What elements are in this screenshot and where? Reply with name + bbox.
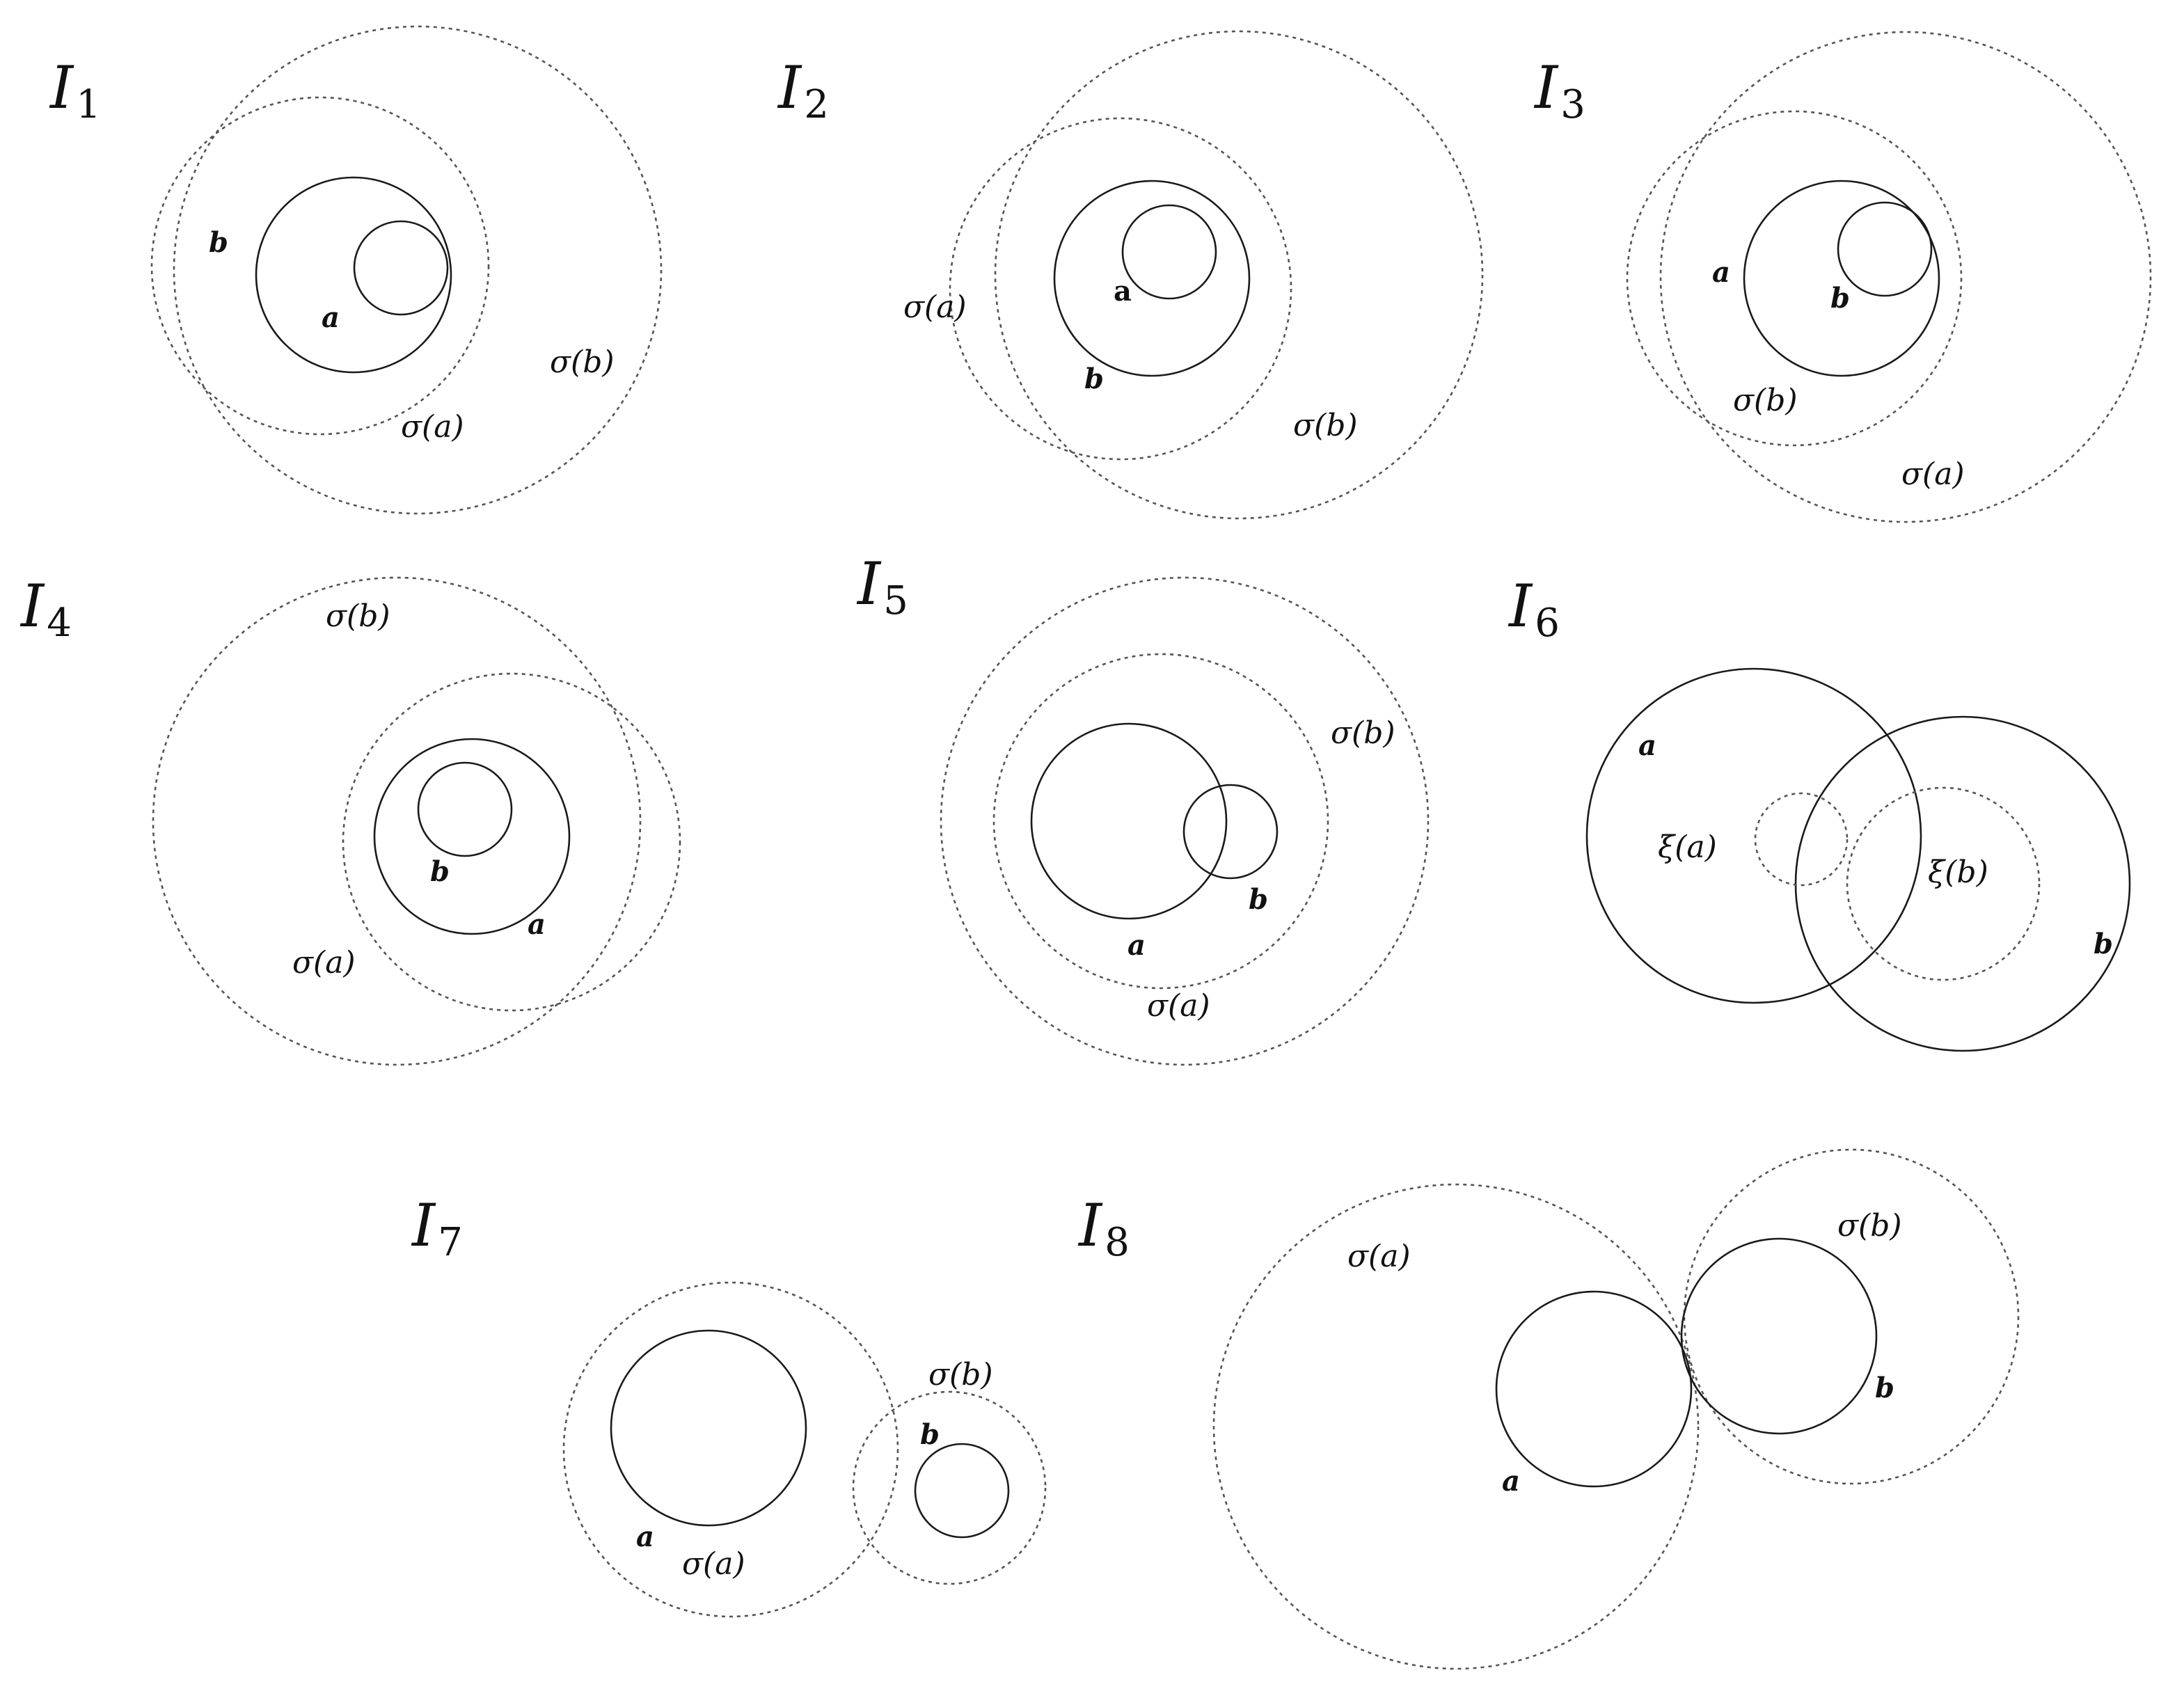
panel-title-i5: I5 <box>856 550 908 624</box>
label-b: b <box>1875 1372 1894 1404</box>
label-sigma-b: σ(b) <box>1733 383 1798 418</box>
sigma-b-circle <box>1626 110 1963 447</box>
label-a: a <box>1638 729 1656 762</box>
sigma-a-circle <box>150 96 490 436</box>
panel-i6: I6 a ξ(a) ξ(b) b <box>1508 572 2131 1052</box>
label-sigma-a: σ(a) <box>1347 1239 1411 1274</box>
panel-title-i7: I7 <box>411 1191 463 1265</box>
sigma-a-circle <box>562 1281 899 1618</box>
sigma-b-circle <box>852 1390 1047 1585</box>
label-sigma-a: σ(a) <box>682 1546 745 1582</box>
xi-b-circle <box>1846 786 2041 981</box>
region-a-circle <box>373 738 571 935</box>
sigma-a-circle <box>1212 1183 1700 1670</box>
sigma-b-circle <box>1683 1148 2020 1485</box>
sigma-a-circle <box>342 672 681 1012</box>
sigma-b-circle <box>152 576 642 1066</box>
region-b-circle <box>1121 204 1217 300</box>
region-a-circle <box>255 176 452 374</box>
region-a-circle <box>1053 180 1251 377</box>
sigma-a-circle <box>1659 31 2152 523</box>
sigma-a-circle <box>992 653 1329 990</box>
label-b: b <box>1084 363 1104 395</box>
label-sigma-b: σ(b) <box>928 1357 993 1392</box>
label-xi-b: ξ(b) <box>1928 855 1988 890</box>
panel-title-i1: I1 <box>49 54 101 127</box>
panel-i4: I4 σ(b) b a σ(a) <box>19 572 681 1066</box>
label-a: a <box>1502 1465 1520 1498</box>
label-sigma-a: σ(a) <box>1147 988 1210 1024</box>
panel-title-i3: I3 <box>1533 54 1585 127</box>
panel-title-i6: I6 <box>1508 572 1560 646</box>
panel-title-i8: I8 <box>1077 1191 1130 1265</box>
label-sigma-a: σ(a) <box>401 409 464 445</box>
panel-title-i4: I4 <box>19 572 72 646</box>
label-sigma-b: σ(b) <box>550 344 615 380</box>
label-sigma-b: σ(b) <box>1837 1208 1902 1244</box>
label-sigma-a: σ(a) <box>903 289 967 325</box>
sigma-b-circle <box>173 25 663 515</box>
panel-i7: I7 σ(b) b a σ(a) <box>411 1191 1047 1618</box>
label-b: b <box>209 226 228 259</box>
region-b-circle <box>1794 715 2131 1052</box>
region-b-circle <box>417 761 513 857</box>
panel-i8: I8 σ(a) σ(b) b a <box>1077 1148 2020 1670</box>
region-b-circle <box>1680 1237 1878 1435</box>
sigma-b-circle <box>940 576 1430 1066</box>
label-a: a <box>636 1521 654 1553</box>
panel-i2: I2 a b σ(a) σ(b) <box>777 30 1484 520</box>
region-a-circle <box>1495 1290 1693 1488</box>
label-a: a <box>1712 256 1730 289</box>
region-a-circle <box>610 1329 807 1527</box>
panel-i1: I1 b a σ(a) σ(b) <box>49 25 663 515</box>
label-sigma-b: σ(b) <box>1293 408 1358 443</box>
region-b-circle <box>914 1443 1010 1539</box>
label-b: b <box>2094 928 2113 960</box>
label-sigma-a: σ(a) <box>292 945 356 981</box>
label-a: a <box>1127 929 1146 962</box>
region-inner-circle <box>1837 201 1933 297</box>
region-b-circle <box>1182 784 1279 880</box>
label-a: a <box>1114 275 1132 308</box>
label-b: b <box>430 855 450 888</box>
sigma-a-circle <box>949 117 1292 461</box>
region-a-circle <box>1585 667 1922 1004</box>
region-b-circle <box>353 220 449 316</box>
panel-i5: I5 σ(b) b a σ(a) <box>856 550 1430 1066</box>
label-b: b <box>1830 282 1850 315</box>
label-a: a <box>528 908 546 941</box>
panel-i3: I3 a b σ(b) σ(a) <box>1533 31 2152 523</box>
label-sigma-b: σ(b) <box>1331 715 1395 751</box>
panel-title-i2: I2 <box>777 54 829 127</box>
xi-a-circle <box>1754 792 1849 887</box>
region-b-circle <box>1743 180 1940 377</box>
label-a: a <box>322 301 340 334</box>
sigma-b-circle <box>994 30 1484 520</box>
label-b: b <box>920 1418 940 1451</box>
label-b: b <box>1249 883 1268 916</box>
label-sigma-b: σ(b) <box>326 598 390 634</box>
label-xi-a: ξ(a) <box>1658 830 1717 865</box>
label-sigma-a: σ(a) <box>1901 457 1965 492</box>
region-a-circle <box>1030 722 1228 920</box>
